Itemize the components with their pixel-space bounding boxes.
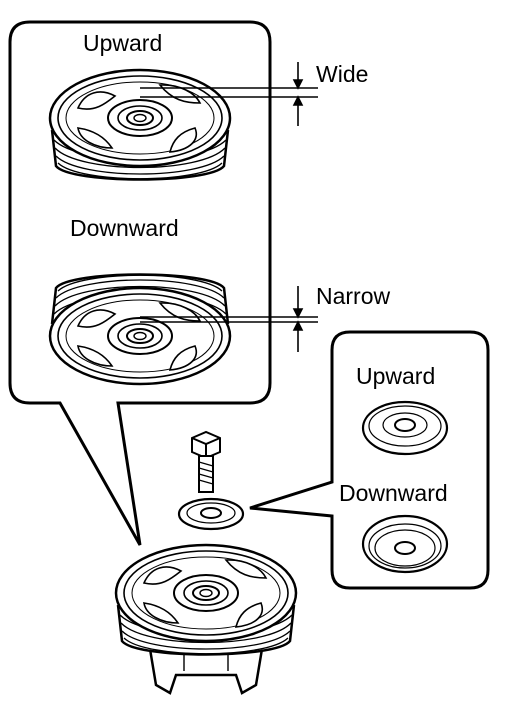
wide-label: Wide [316, 61, 368, 87]
water-pump-icon [114, 543, 298, 695]
narrow-dimension-marker [140, 286, 318, 352]
wide-dimension-marker [140, 62, 318, 126]
washer-icon [177, 497, 245, 531]
pulley-icon [48, 273, 232, 386]
pulley-icon [48, 68, 232, 181]
washer-icon [361, 400, 449, 456]
downward-label-side: Downward [339, 480, 448, 506]
downward-label-top: Downward [70, 215, 179, 241]
bolt-icon [191, 430, 221, 493]
narrow-label: Narrow [316, 283, 391, 309]
upward-label-top: Upward [83, 30, 162, 56]
washer-icon [361, 514, 449, 574]
upward-label-side: Upward [356, 363, 435, 389]
